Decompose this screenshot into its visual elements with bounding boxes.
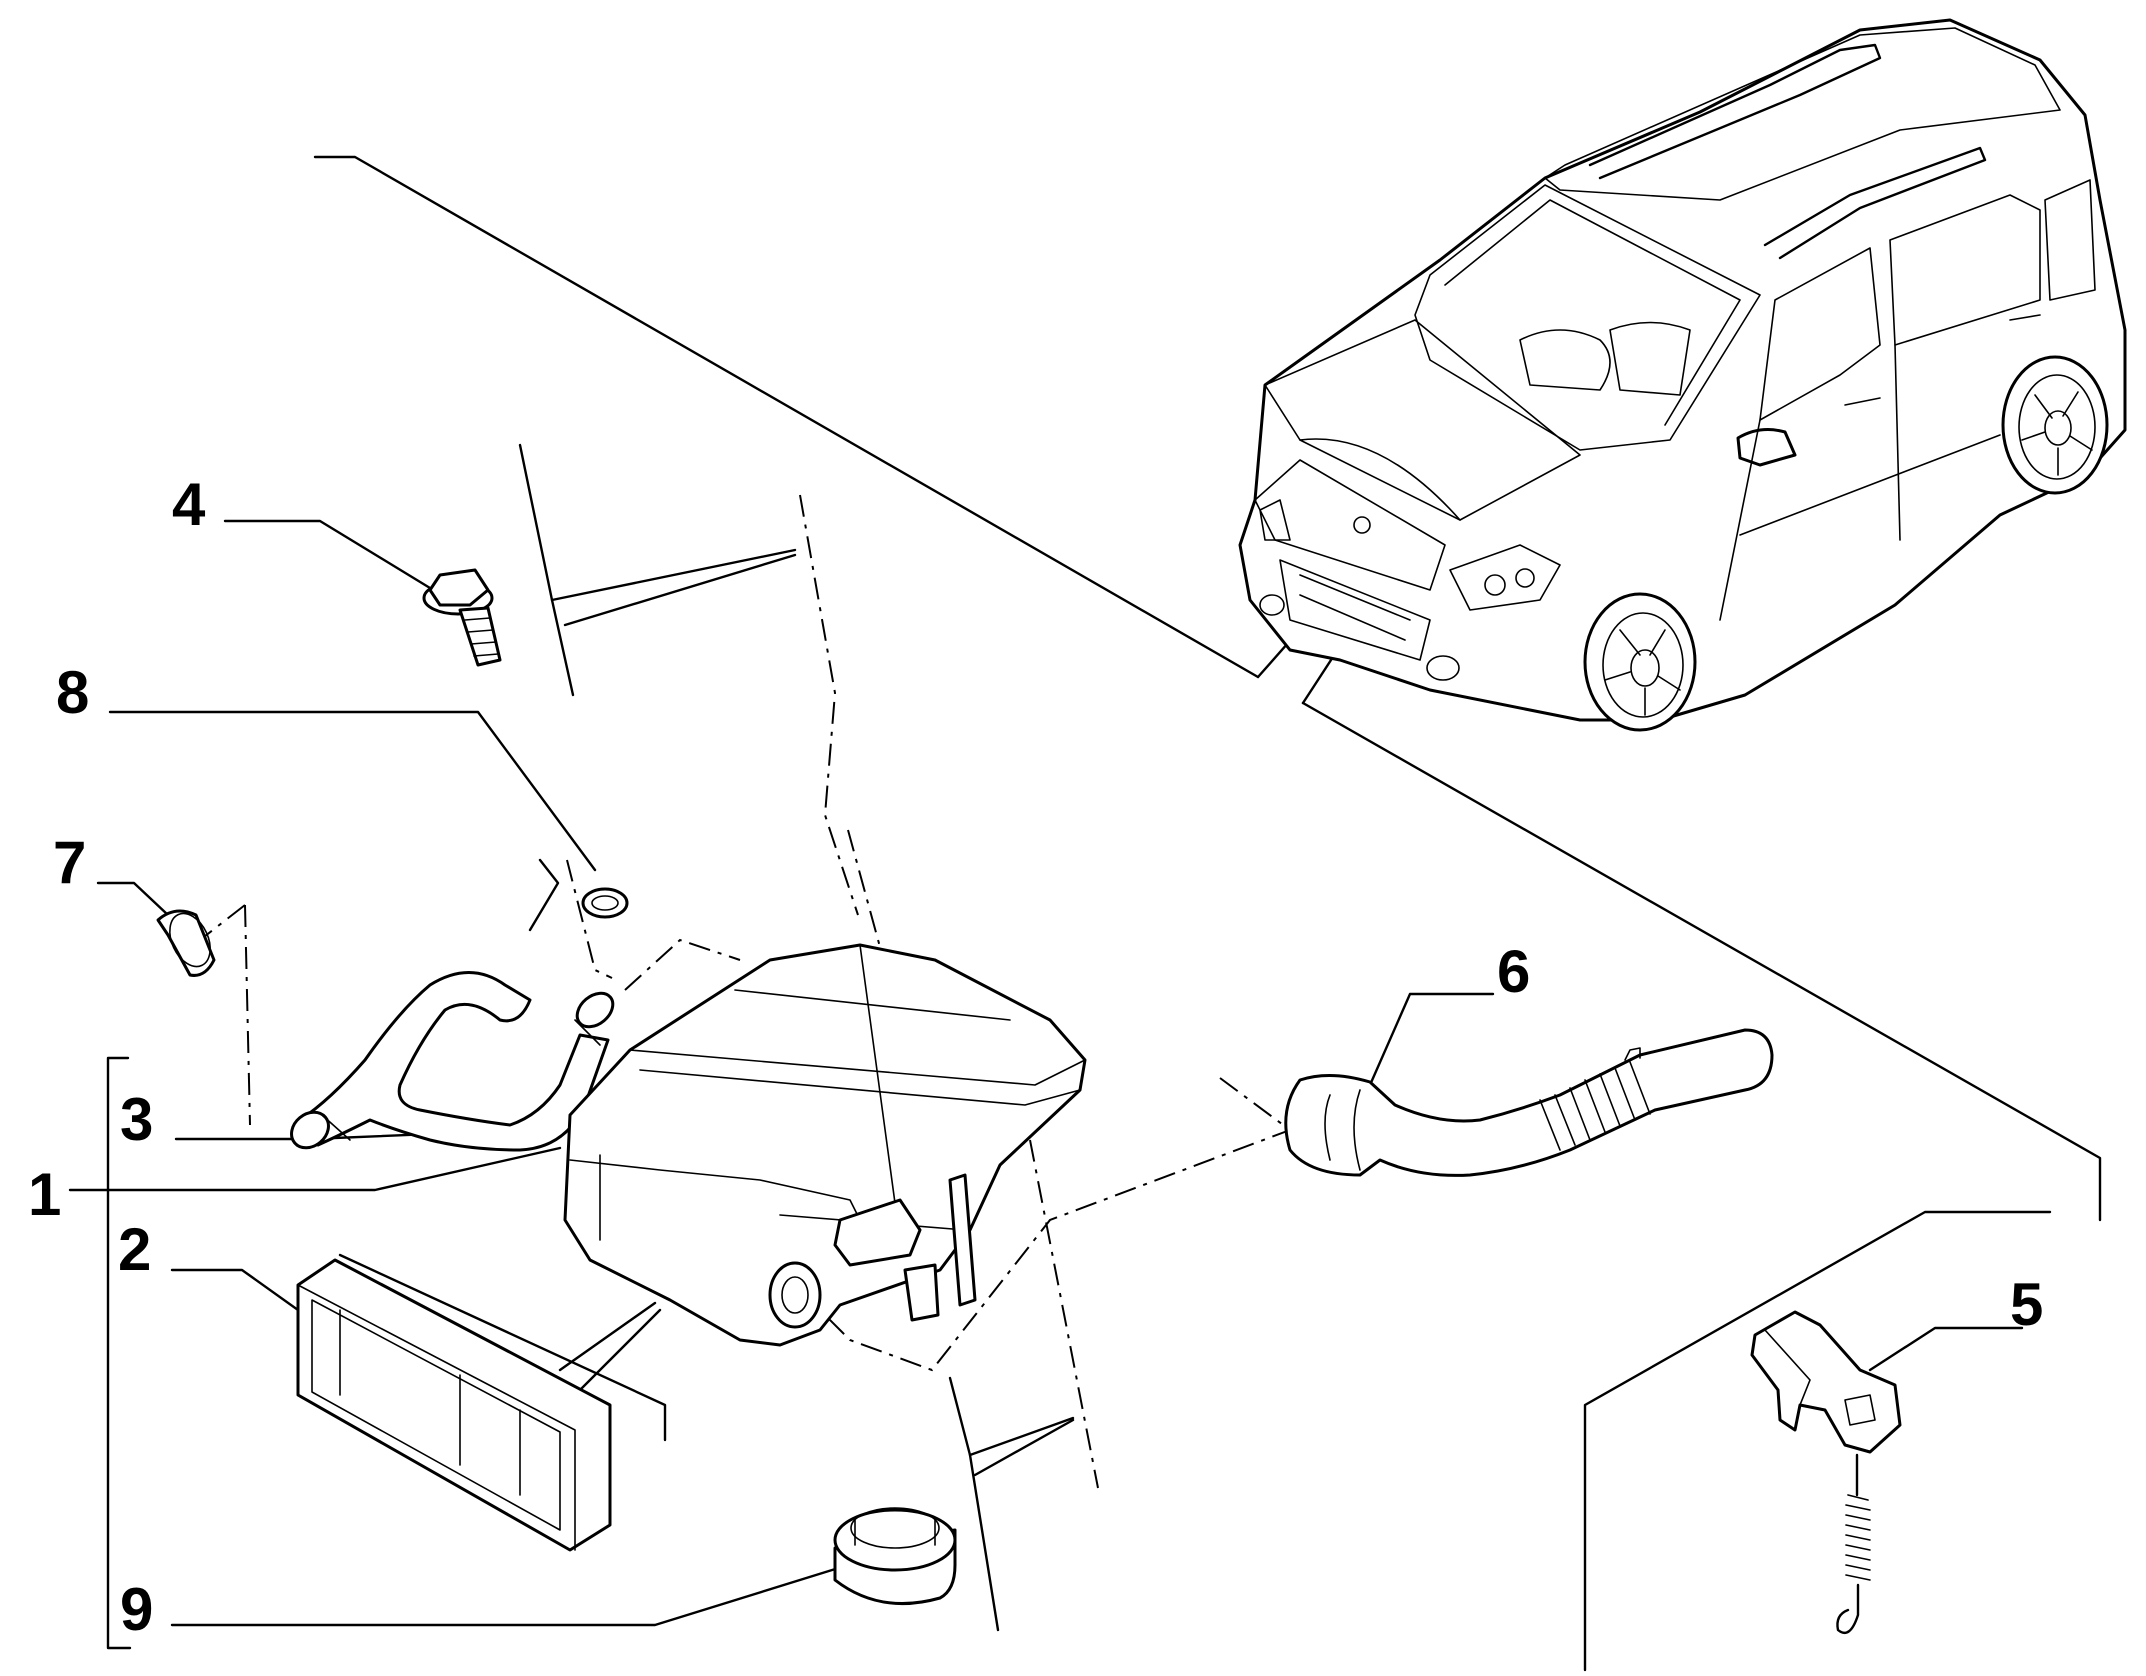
callout-1: 1: [28, 1161, 61, 1228]
ring-part-8: [581, 887, 629, 919]
callout-6: 6: [1497, 938, 1530, 1005]
callout-2: 2: [118, 1216, 151, 1283]
clamp-part-7: [156, 909, 216, 977]
filter-element-part-2: [296, 1258, 612, 1552]
callout-3: 3: [120, 1086, 153, 1153]
car-illustration: [1238, 18, 2127, 732]
air-filter-housing-part-1: [563, 943, 1087, 1347]
bracket-part-5: [1750, 1310, 1902, 1635]
callout-9: 9: [120, 1576, 153, 1643]
callout-7: 7: [53, 829, 86, 896]
hose-part-3: [290, 971, 615, 1152]
callout-4: 4: [172, 471, 206, 538]
leader-lines: [68, 443, 2024, 1632]
callout-8: 8: [56, 659, 89, 726]
callout-5: 5: [2010, 1271, 2043, 1338]
callouts: 4 8 7 6 3 1 2 5 9: [28, 471, 2043, 1643]
intake-duct-part-6: [1284, 1028, 1774, 1177]
grommet-part-9: [833, 1507, 957, 1605]
bolt-part-4: [422, 568, 502, 667]
